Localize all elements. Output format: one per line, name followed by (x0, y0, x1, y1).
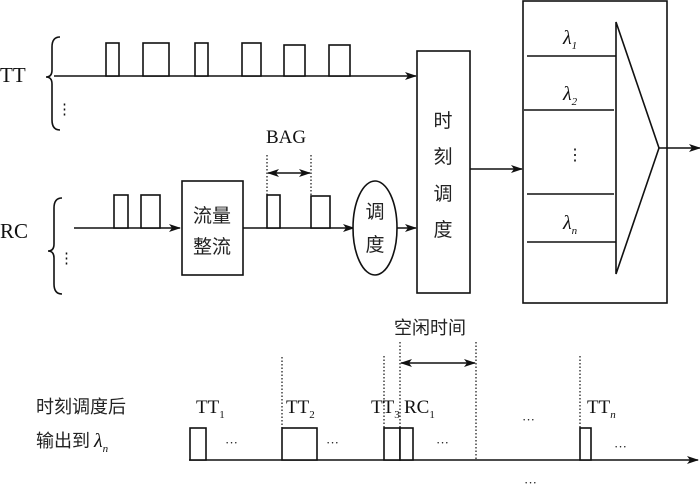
tt-input-label: TT (0, 63, 26, 87)
tt-frame (328, 44, 351, 77)
slot-label-tt3: TT3 (371, 397, 400, 421)
lambda-more-dots: ⋮ (567, 147, 583, 164)
slot-ellipsis: ··· (225, 435, 238, 450)
rc-brace (47, 197, 63, 295)
slot-ttn-frame (579, 427, 592, 461)
lambda-1-label: λ1 (562, 27, 577, 52)
tt-brace (45, 36, 61, 131)
lambda-2-label: λ2 (562, 83, 578, 108)
slot-label-rc1: RC1 (404, 397, 435, 421)
rc-shaped-frame (310, 195, 331, 229)
time-scheduler-char: 时 (433, 110, 452, 132)
traffic-shaper-box: 流量 整流 (181, 180, 244, 276)
slot-label-tt1: TT1 (196, 397, 225, 421)
slot-tt2-frame (281, 427, 318, 461)
rc-more-dots: ⋮ (59, 251, 74, 267)
multiplexer-triangle (615, 21, 660, 275)
slot-ellipsis: ··· (326, 435, 339, 450)
time-scheduler-char: 调 (433, 183, 452, 205)
idle-time-label: 空闲时间 (394, 318, 466, 339)
rc-frame (113, 194, 129, 229)
slot-rc1-frame (399, 427, 414, 461)
tt-frame (194, 42, 209, 77)
tt-frames (105, 42, 351, 77)
ellipse-label-line1: 调 (365, 201, 384, 223)
tt-frame (142, 42, 170, 77)
tt-more-dots: ⋮ (57, 102, 72, 118)
more-wavelengths-ellipsis: ··· (524, 475, 537, 490)
slot-ellipsis: ··· (614, 439, 627, 454)
slot-ellipsis: ··· (436, 435, 449, 450)
shaper-label-line1: 流量 (193, 205, 231, 227)
tt-frame (283, 44, 306, 77)
tt-frame (105, 42, 120, 77)
time-scheduler-char: 度 (433, 219, 452, 241)
timeline-caption-line1: 时刻调度后 (36, 397, 126, 418)
lambda-n-label: λn (562, 212, 578, 237)
between-ellipsis: ··· (522, 412, 535, 427)
rc-input-label: RC (0, 219, 28, 243)
ellipse-label-line2: 度 (365, 234, 384, 256)
slot-tt3-frame (383, 427, 401, 461)
slot-tt1-frame (189, 427, 207, 461)
shaper-label-line2: 整流 (193, 236, 231, 258)
bag-label: BAG (266, 127, 306, 148)
rc-frame (140, 194, 161, 229)
slot-label-tt2: TT2 (286, 397, 315, 421)
slot-label-ttn: TTn (587, 397, 616, 421)
rc-scheduler-ellipse: 调 度 (352, 180, 398, 276)
time-scheduler-box: 时 刻 调 度 (416, 50, 471, 294)
wdm-multiplexer-box: λ1 λ2 ⋮ λn (522, 0, 668, 304)
rc-shaped-frame (266, 194, 281, 229)
time-scheduler-char: 刻 (433, 146, 452, 168)
tt-frame (241, 42, 262, 77)
